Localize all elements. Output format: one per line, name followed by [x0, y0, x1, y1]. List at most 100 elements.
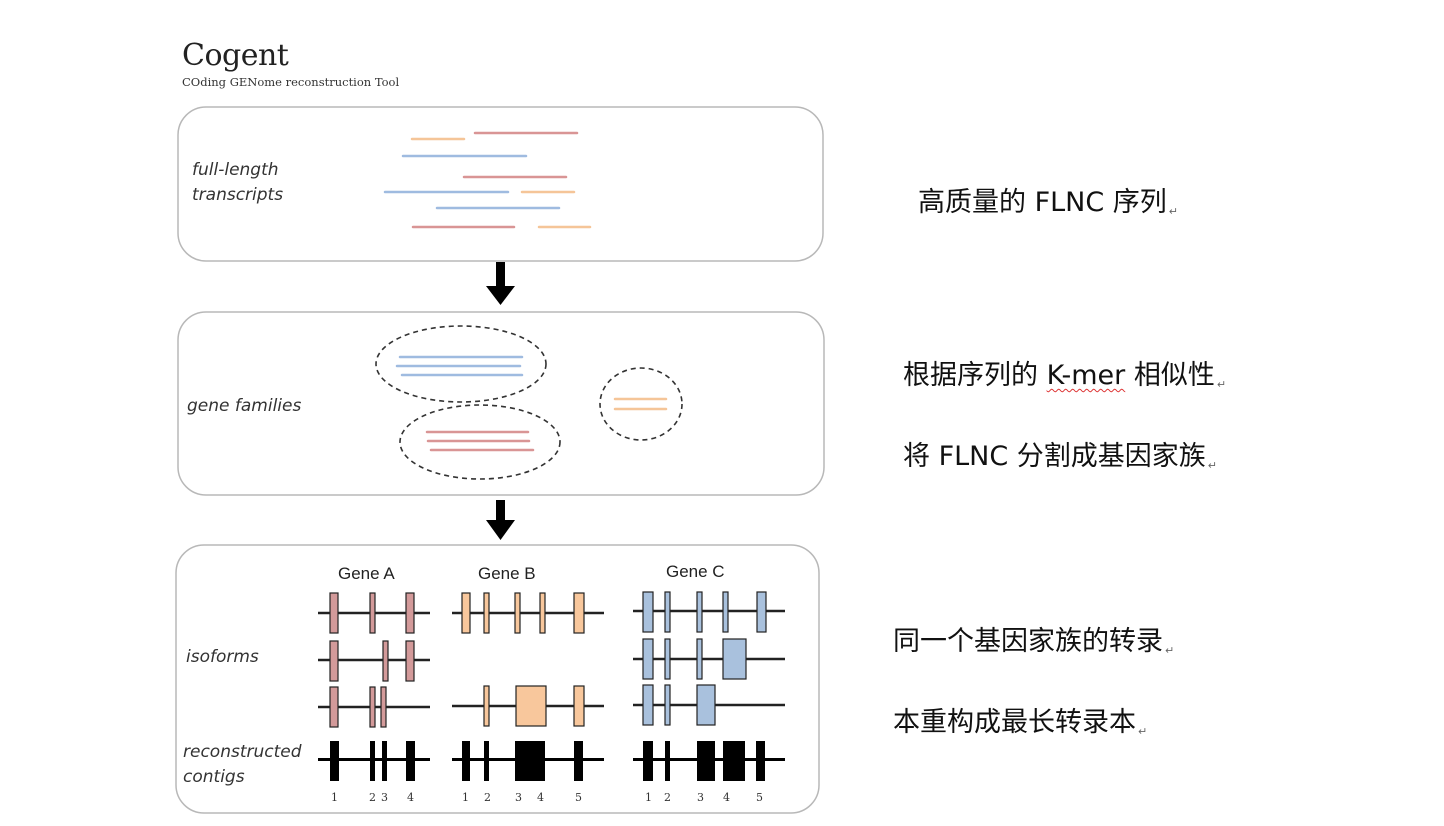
- gene-b-heading: Gene B: [478, 564, 536, 583]
- caption-text: 高质量的 FLNC 序列: [918, 187, 1167, 218]
- caption-same-family: 同一个基因家族的转录↵: [893, 619, 1174, 658]
- exon-number: 2: [484, 791, 491, 804]
- gene-a-contig: [318, 741, 430, 781]
- gene-a-exon-numbers: 1 2 3 4: [331, 791, 414, 804]
- diagram-subtitle: COding GENome reconstruction Tool: [182, 75, 400, 89]
- contig-exon: [643, 741, 653, 781]
- label-gene-families: gene families: [187, 396, 301, 416]
- exon-number: 4: [723, 791, 730, 804]
- exon: [405, 640, 415, 682]
- exon: [642, 684, 654, 726]
- exon: [696, 684, 716, 726]
- contig-exon: [406, 741, 415, 781]
- caption-reconstruct-longest: 本重构成最长转录本↵: [893, 700, 1147, 739]
- family-clusters: [375, 325, 683, 480]
- cluster-pink: [399, 404, 561, 480]
- caption-text: 本重构成最长转录本: [893, 707, 1136, 738]
- exon: [461, 592, 471, 634]
- cluster-blue: [375, 325, 547, 403]
- exon: [756, 591, 767, 633]
- contig-exon: [382, 741, 387, 781]
- contig-exon: [370, 741, 375, 781]
- label-transcripts: transcripts: [192, 185, 283, 205]
- exon-number: 3: [515, 791, 522, 804]
- exon: [380, 686, 387, 728]
- panel-full-length-transcripts: [177, 106, 824, 262]
- gene-c-exon-numbers: 1 2 3 4 5: [645, 791, 763, 804]
- caption-flnc-sequences: 高质量的 FLNC 序列↵: [918, 180, 1178, 219]
- exon: [573, 592, 585, 634]
- exon: [515, 685, 547, 727]
- contig-exon: [723, 741, 745, 781]
- caption-split-families: 将 FLNC 分割成基因家族↵: [903, 434, 1217, 473]
- gene-b-exon-numbers: 1 2 3 4 5: [462, 791, 582, 804]
- exon-number: 4: [537, 791, 544, 804]
- paragraph-mark-icon: ↵: [1138, 725, 1148, 738]
- exon: [539, 592, 546, 634]
- cluster-orange: [599, 367, 683, 441]
- exon: [664, 591, 671, 633]
- exon: [514, 592, 521, 634]
- exon-number: 1: [462, 791, 469, 804]
- exon: [722, 591, 729, 633]
- caption-kmer-word: K-mer: [1046, 360, 1126, 391]
- paragraph-mark-icon: ↵: [1165, 644, 1175, 657]
- contig-exon: [462, 741, 470, 781]
- transcript-lines: [383, 131, 592, 229]
- gene-a-heading: Gene A: [338, 564, 395, 583]
- exon: [329, 686, 339, 728]
- diagram-title: Cogent: [182, 38, 289, 73]
- exon: [329, 592, 339, 634]
- panel-gene-families: [177, 311, 825, 496]
- exon: [483, 592, 490, 634]
- contig-exon: [515, 741, 545, 781]
- caption-kmer-similarity: 根据序列的 K-mer 相似性↵: [903, 353, 1226, 392]
- exon-number: 4: [407, 791, 414, 804]
- contig-exon: [756, 741, 765, 781]
- exon-number: 3: [381, 791, 388, 804]
- exon: [642, 591, 654, 633]
- contig-exon: [665, 741, 670, 781]
- gene-c-heading: Gene C: [666, 562, 725, 581]
- gene-b-contig: [452, 741, 604, 781]
- exon: [369, 686, 376, 728]
- exon-number: 3: [697, 791, 704, 804]
- paragraph-mark-icon: ↵: [1168, 205, 1179, 218]
- exon-number: 5: [575, 791, 582, 804]
- exon: [573, 685, 585, 727]
- exon-number: 2: [664, 791, 671, 804]
- exon: [664, 684, 671, 726]
- gene-a-isoforms: [318, 592, 430, 728]
- contig-exon: [697, 741, 715, 781]
- paragraph-mark-icon: ↵: [1216, 378, 1227, 391]
- label-reconstructed: reconstructed: [183, 742, 302, 762]
- family-lines: [395, 355, 668, 452]
- gene-b-isoforms: [452, 592, 604, 727]
- label-isoforms: isoforms: [186, 647, 259, 667]
- gene-c-contig: [633, 741, 785, 781]
- exon: [369, 592, 376, 634]
- label-full-length: full-length: [192, 160, 279, 180]
- exon: [329, 640, 339, 682]
- exon: [696, 591, 703, 633]
- exon: [696, 638, 703, 680]
- exon: [722, 638, 747, 680]
- gene-c-isoforms: [633, 591, 785, 726]
- down-arrow-1: [486, 262, 515, 305]
- contig-exon: [330, 741, 339, 781]
- contig-exon: [484, 741, 489, 781]
- caption-text: 同一个基因家族的转录: [893, 626, 1163, 657]
- down-arrow-2: [486, 500, 515, 540]
- exon: [664, 638, 671, 680]
- exon: [405, 592, 415, 634]
- exon: [642, 638, 654, 680]
- exon-number: 1: [331, 791, 338, 804]
- exon-number: 5: [756, 791, 763, 804]
- label-contigs: contigs: [183, 767, 245, 787]
- exon-number: 1: [645, 791, 652, 804]
- paragraph-mark-icon: ↵: [1207, 459, 1218, 472]
- contig-exon: [574, 741, 583, 781]
- exon: [382, 640, 389, 682]
- exon: [483, 685, 490, 727]
